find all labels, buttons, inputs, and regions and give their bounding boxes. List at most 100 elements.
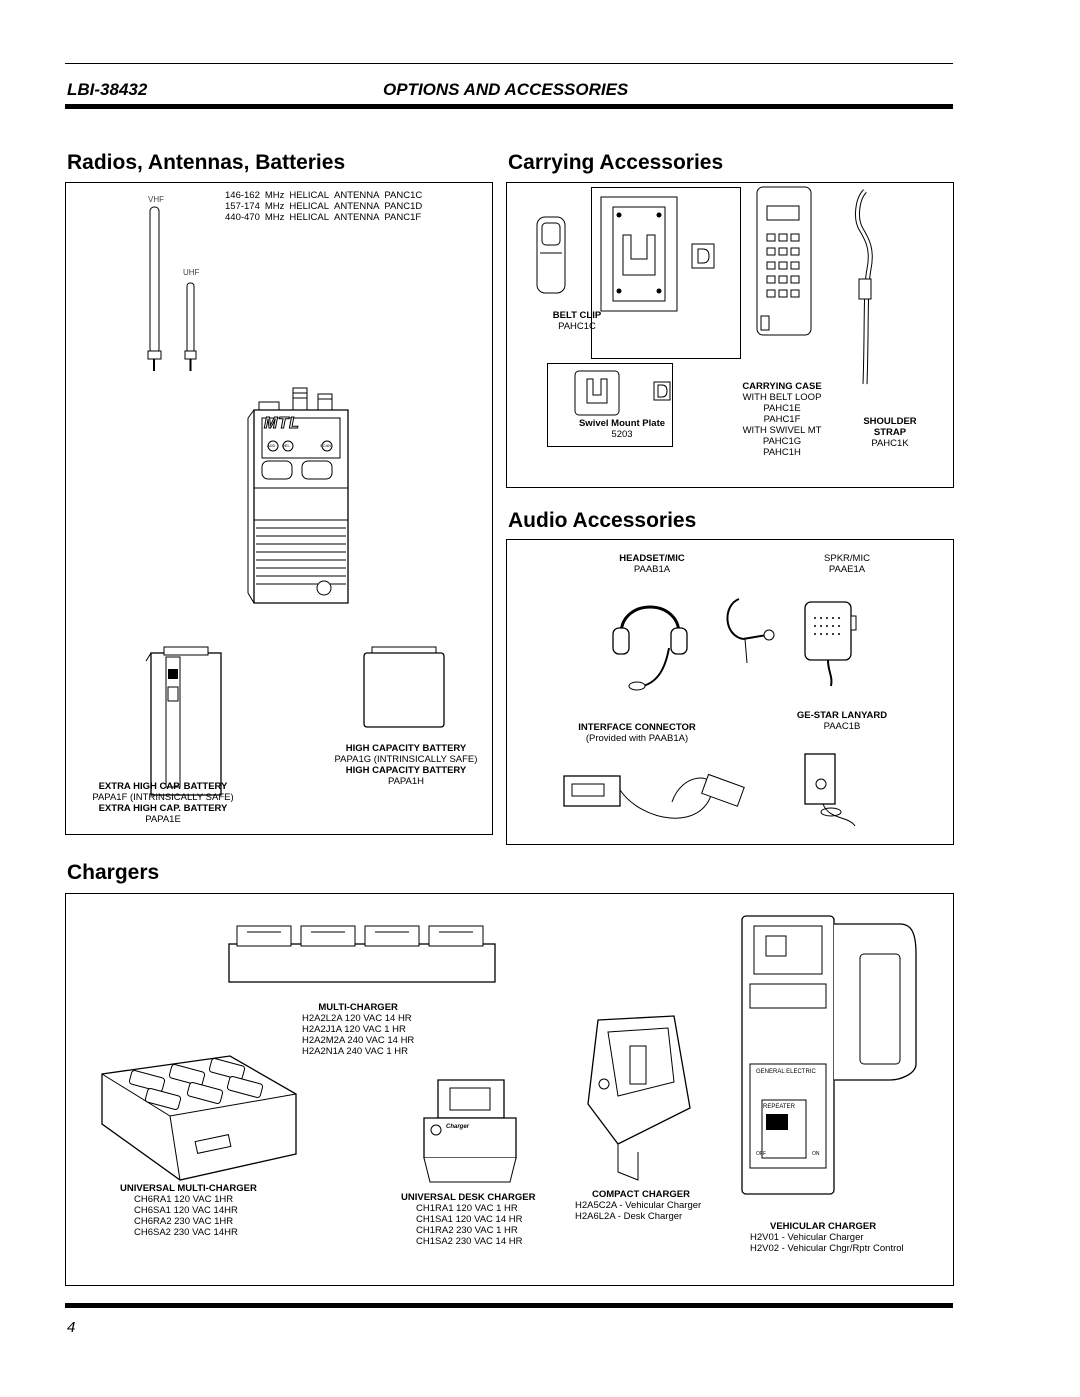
shoulder-strap-title: SHOULDER [863, 416, 917, 427]
ehc-battery-caption: EXTRA HIGH CAP. BATTERY PAPA1F (INTRINSI… [78, 781, 248, 825]
portable-radio-illustration [247, 387, 349, 604]
swivel-title: Swivel Mount Plate [578, 418, 666, 429]
universal-multi-charger-line: CH6SA1 120 VAC 14HR [134, 1205, 238, 1216]
carrying-case-line: PAHC1E [763, 403, 801, 414]
swivel-plate-illustration [574, 370, 620, 416]
universal-multi-charger-line: CH6SA2 230 VAC 14HR [134, 1227, 238, 1238]
multi-charger-title: MULTI-CHARGER [318, 1002, 398, 1013]
radio-scan-key: SCAN [320, 443, 332, 448]
helical-antenna-illustration [147, 206, 197, 371]
belt-clip-title: BELT CLIP [552, 310, 602, 321]
vhf-label: VHF [148, 195, 164, 204]
belt-clip-d-icon [691, 243, 715, 269]
belt-clip-caption: BELT CLIP PAHC1C [527, 310, 627, 332]
carrying-case-line: PAHC1G [762, 436, 802, 447]
antenna-band: 157-174 [225, 201, 260, 212]
vehicular-charger-line: H2V01 - Vehicular Charger [750, 1232, 864, 1243]
swivel-caption: Swivel Mount Plate 5203 [562, 418, 682, 440]
headset-title: HEADSET/MIC [619, 553, 685, 564]
hc-battery-1-title: HIGH CAPACITY BATTERY [345, 743, 467, 754]
extra-high-cap-battery-illustration [145, 646, 222, 796]
universal-desk-charger-title: UNIVERSAL DESK CHARGER [401, 1192, 536, 1203]
compact-charger-line: H2A5C2A - Vehicular Charger [575, 1200, 702, 1211]
carrying-case-line: PAHC1F [763, 414, 801, 425]
spkr-title: SPKR/MIC [824, 553, 870, 564]
lanyard-part: PAAC1B [823, 721, 861, 732]
ehc-battery-2-part: PAPA1E [145, 814, 181, 825]
antenna-part: PANC1C [384, 190, 423, 201]
radio-del-key: DEL [282, 443, 290, 448]
carrying-panel: BELT CLIP PAHC1C Swivel Mount Plate 5203 [506, 182, 954, 488]
header-bottom-rule [65, 104, 953, 109]
chargers-section-title: Chargers [67, 861, 160, 884]
vehicular-charger-title: VEHICULAR CHARGER [770, 1221, 877, 1232]
antenna-row: 146-162 MHz HELICAL ANTENNA PANC1C [225, 190, 427, 201]
chargers-panel: MULTI-CHARGER H2A2L2A 120 VAC 14 HR H2A2… [65, 893, 954, 1286]
swivel-d-icon [653, 381, 671, 401]
antenna-row: 157-174 MHz HELICAL ANTENNA PANC1D [225, 201, 427, 212]
multi-charger-caption: MULTI-CHARGER H2A2L2A 120 VAC 14 HR H2A2… [302, 1002, 414, 1057]
multi-charger-line: H2A2L2A 120 VAC 14 HR [302, 1013, 412, 1024]
antenna-type: HELICAL [289, 190, 330, 201]
vehicular-charger-caption: VEHICULAR CHARGER H2V01 - Vehicular Char… [750, 1221, 904, 1254]
universal-desk-charger-caption: UNIVERSAL DESK CHARGER CH1RA1 120 VAC 1 … [401, 1192, 535, 1247]
shoulder-strap-part: PAHC1K [871, 438, 909, 449]
antenna-table: 146-162 MHz HELICAL ANTENNA PANC1C 157-1… [225, 190, 427, 223]
belt-clip-box [591, 187, 741, 359]
shoulder-strap-caption: SHOULDER STRAP PAHC1K [840, 416, 940, 449]
ear-mic-illustration [726, 598, 775, 664]
interface-connector-illustration [563, 773, 745, 819]
universal-desk-charger-illustration [423, 1079, 517, 1183]
universal-multi-charger-line: CH6RA2 230 VAC 1HR [134, 1216, 234, 1227]
hc-battery-2-part: PAPA1H [387, 776, 425, 787]
interface-title: INTERFACE CONNECTOR [578, 722, 696, 733]
compact-charger-illustration [587, 1015, 691, 1181]
multi-charger-line: H2A2N1A 240 VAC 1 HR [302, 1046, 408, 1057]
multi-charger-line: H2A2M2A 240 VAC 14 HR [302, 1035, 415, 1046]
vehicular-on-label: ON [812, 1151, 820, 1157]
carrying-case-line: PAHC1H [763, 447, 801, 458]
ehc-battery-2-title: EXTRA HIGH CAP. BATTERY [98, 803, 228, 814]
antenna-row: 440-470 MHz HELICAL ANTENNA PANC1F [225, 212, 427, 223]
lanyard-caption: GE-STAR LANYARD PAAC1B [777, 710, 907, 732]
headset-illustration [612, 605, 688, 691]
page-number: 4 [67, 1319, 76, 1336]
radios-panel: VHF UHF 146-162 MHz HELICAL ANTENNA PANC… [65, 182, 493, 835]
carrying-case-line: WITH BELT LOOP [742, 392, 822, 403]
uhf-label: UHF [183, 268, 200, 277]
compact-charger-title: COMPACT CHARGER [592, 1189, 690, 1200]
ehc-battery-1-title: EXTRA HIGH CAP. BATTERY [98, 781, 228, 792]
document-id: LBI-38432 [67, 80, 148, 99]
vehicular-repeater-label: REPEATER [763, 1104, 795, 1110]
belt-clip-small-illustration [536, 216, 566, 294]
hc-battery-1-part: PAPA1G (INTRINSICALLY SAFE) [334, 754, 478, 765]
hc-battery-2-title: HIGH CAPACITY BATTERY [345, 765, 467, 776]
ehc-battery-1-part: PAPA1F (INTRINSICALLY SAFE) [92, 792, 234, 803]
universal-multi-charger-caption: UNIVERSAL MULTI-CHARGER CH6RA1 120 VAC 1… [120, 1183, 257, 1238]
antenna-unit: MHz [264, 201, 285, 212]
footer-rule [65, 1303, 953, 1308]
antenna-type: HELICAL [289, 201, 330, 212]
audio-section-title: Audio Accessories [508, 509, 697, 532]
headset-caption: HEADSET/MIC PAAB1A [592, 553, 712, 575]
compact-charger-caption: COMPACT CHARGER H2A5C2A - Vehicular Char… [575, 1189, 701, 1222]
vehicular-charger-line: H2V02 - Vehicular Chgr/Rptr Control [750, 1243, 904, 1254]
lanyard-illustration [804, 753, 856, 827]
speaker-mic-illustration [804, 601, 857, 687]
shoulder-strap-illustration [855, 189, 873, 385]
interface-caption: INTERFACE CONNECTOR (Provided with PAAB1… [562, 722, 712, 744]
section-heading: OPTIONS AND ACCESSORIES [383, 80, 629, 99]
radios-section-title: Radios, Antennas, Batteries [67, 151, 346, 174]
desk-charger-brand: Charger [446, 1124, 470, 1130]
universal-desk-charger-line: CH1SA1 120 VAC 14 HR [416, 1214, 523, 1225]
antenna-unit: MHz [264, 212, 285, 223]
universal-desk-charger-line: CH1SA2 230 VAC 14 HR [416, 1236, 523, 1247]
antenna-part: PANC1D [384, 201, 423, 212]
antenna-kind: ANTENNA [334, 201, 380, 212]
shoulder-strap-title: STRAP [873, 427, 907, 438]
carrying-case-caption: CARRYING CASE WITH BELT LOOP PAHC1E PAHC… [722, 381, 842, 458]
spkr-caption: SPKR/MIC PAAE1A [787, 553, 907, 575]
vehicular-off-label: OFF [756, 1151, 766, 1157]
spkr-part: PAAE1A [828, 564, 866, 575]
headset-part: PAAB1A [633, 564, 671, 575]
